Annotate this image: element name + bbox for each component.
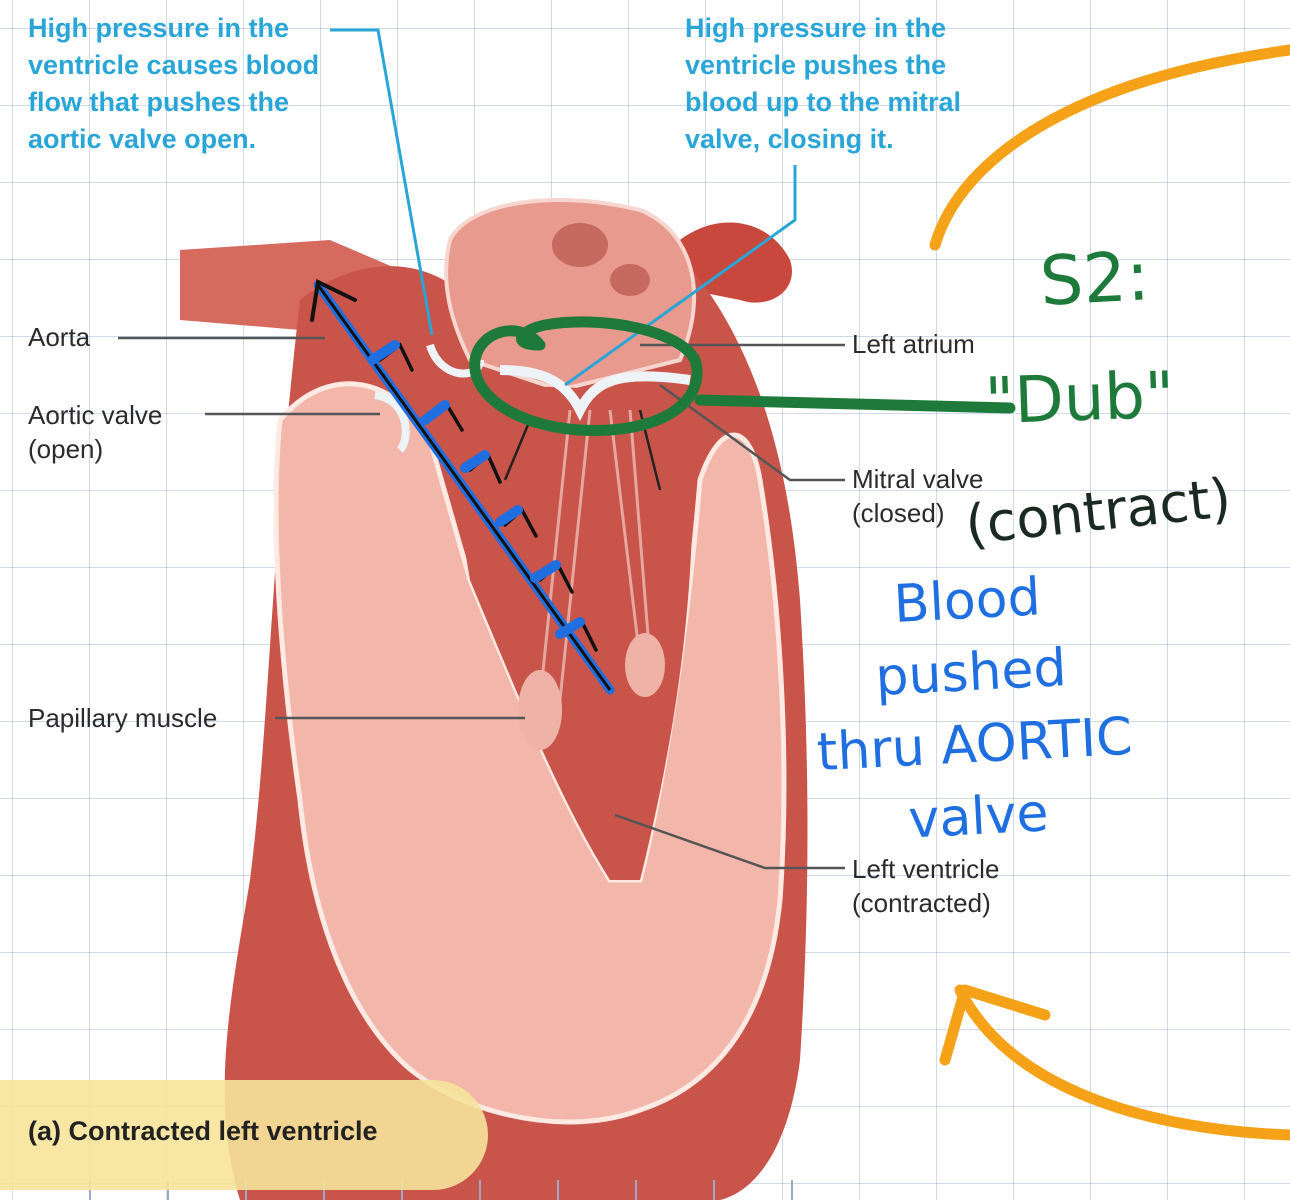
handwritten-blood-note: Blood pushed thru AORTIC valve xyxy=(815,567,1134,851)
aortic-valve-annotation: High pressure in the ventricle causes bl… xyxy=(28,13,320,154)
label-left-ventricle: Left ventricle (contracted) xyxy=(852,854,1000,918)
aortic-note-leader xyxy=(330,28,434,336)
mitral-valve-leader xyxy=(659,383,845,482)
figure-caption: (a) Contracted left ventricle xyxy=(28,1116,378,1146)
mitral-valve-circle-ink xyxy=(469,316,1016,436)
left-atrium-chamber xyxy=(444,198,696,393)
papillary-muscle xyxy=(625,633,665,697)
mitral-valve xyxy=(499,365,691,422)
orange-arc-top xyxy=(929,44,1290,251)
mitral-note-leader xyxy=(564,165,797,387)
chordae-tendineae xyxy=(538,409,652,701)
pressure-arrow xyxy=(503,419,532,481)
label-left-atrium: Left atrium xyxy=(852,329,975,359)
pulmonary-vein-opening xyxy=(552,223,608,267)
left-ventricle-leader xyxy=(614,813,845,870)
mitral-valve-annotation: High pressure in the ventricle pushes th… xyxy=(685,13,961,154)
handwritten-s2: S2: xyxy=(1038,237,1152,322)
caption-highlight xyxy=(0,1080,488,1190)
orange-arrow-bottom xyxy=(939,984,1290,1141)
blood-flow-arrow-ink xyxy=(310,279,615,695)
label-aorta: Aorta xyxy=(28,322,91,352)
label-aortic-valve: Aortic valve (open) xyxy=(28,400,163,464)
label-mitral-valve: Mitral valve (closed) xyxy=(852,464,984,528)
papillary-muscle xyxy=(518,670,562,750)
handwritten-dub: "Dub" xyxy=(983,358,1176,440)
aortic-valve-leaflet xyxy=(374,391,410,453)
label-papillary-muscle: Papillary muscle xyxy=(28,703,218,733)
pulmonary-vein-opening xyxy=(610,264,650,296)
